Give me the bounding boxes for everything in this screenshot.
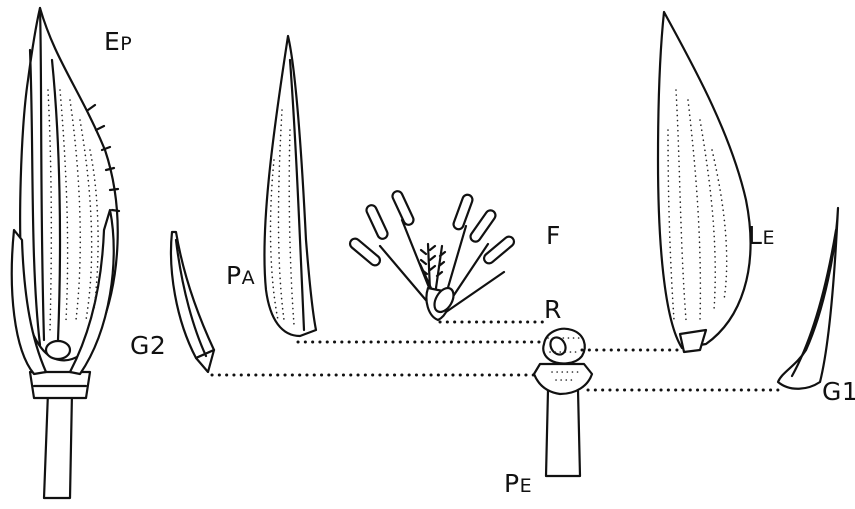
label-ep: EP: [104, 27, 132, 56]
glume-1-drawing: [778, 208, 838, 389]
lemma-drawing: [658, 12, 751, 352]
label-r: R: [544, 295, 562, 324]
flower-drawing: [348, 190, 516, 320]
label-g1: G1: [822, 377, 855, 406]
label-pe: PE: [504, 469, 532, 498]
label-pa: PA: [226, 261, 255, 290]
label-f: F: [546, 221, 561, 250]
spikelet-drawing: [12, 8, 119, 498]
label-g2: G2: [130, 331, 166, 360]
glume-2-drawing: [171, 232, 214, 372]
label-le: LE: [748, 221, 775, 250]
palea-drawing: [264, 36, 316, 336]
